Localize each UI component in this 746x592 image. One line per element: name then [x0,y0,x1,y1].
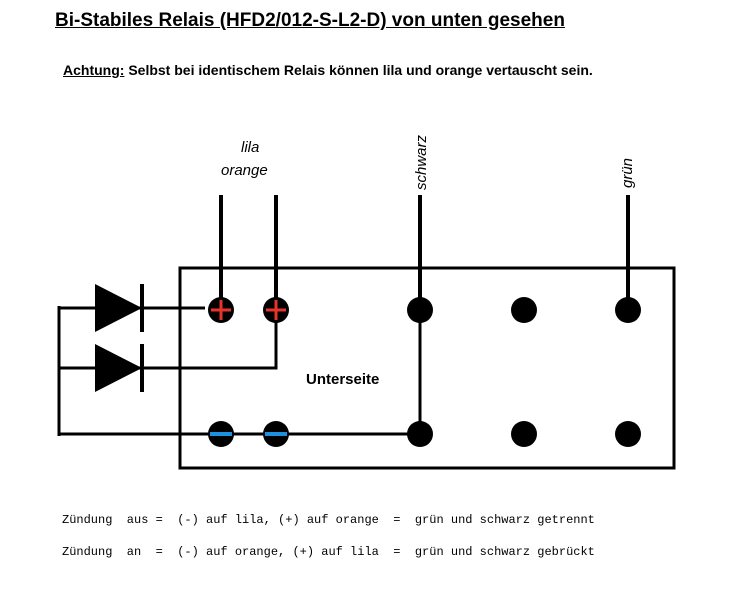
diode-2-triangle [95,344,142,392]
pin-orange-minus [263,421,289,447]
warning-text: Selbst bei identischem Relais können lil… [124,62,593,78]
wire-label-gruen: grün [619,158,636,188]
ignition-notes: Zündung aus = (-) auf lila, (+) auf oran… [62,512,595,576]
internal-wire-orange [60,310,278,370]
wire-label-lila: lila [241,139,259,156]
diagram-title: Bi-Stabiles Relais (HFD2/012-S-L2-D) von… [55,10,565,31]
diode-1-triangle [95,284,142,332]
warning-label: Achtung: [63,62,125,78]
pin-schwarz-bottom [407,421,433,447]
pin-middle-top [511,297,537,323]
relay-side-label: Unterseite [306,371,379,388]
pin-orange-plus [263,297,289,323]
warning-note: Achtung: Selbst bei identischem Relais k… [63,62,593,78]
pin-middle-bottom [511,421,537,447]
wire-label-orange: orange [221,162,268,179]
pin-lila-minus [208,421,234,447]
wire-label-schwarz: schwarz [413,134,430,190]
pin-lila-plus [208,297,234,323]
pin-gruen-top [615,297,641,323]
note-ignition-off: Zündung aus = (-) auf lila, (+) auf oran… [62,513,595,527]
pin-gruen-bottom [615,421,641,447]
pin-schwarz-top [407,297,433,323]
note-ignition-on: Zündung an = (-) auf orange, (+) auf lil… [62,545,595,559]
